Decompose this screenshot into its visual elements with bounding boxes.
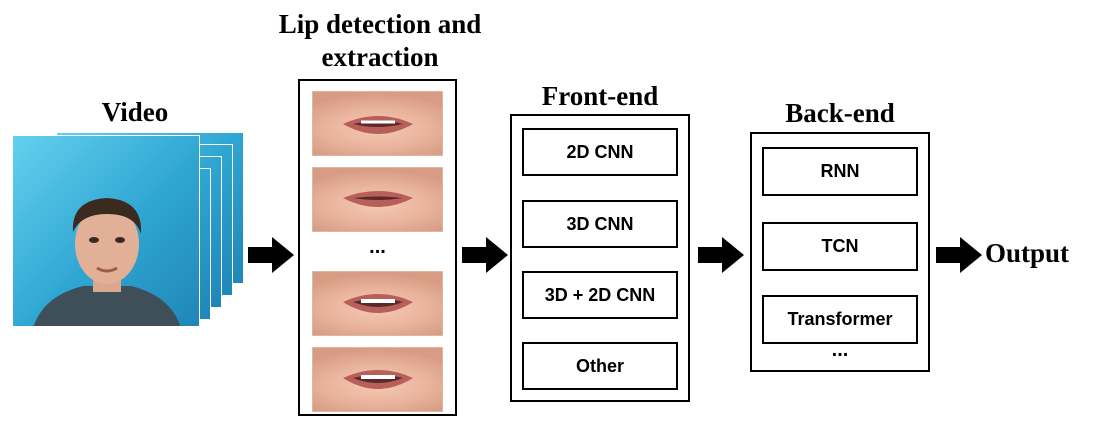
video-frame-stack	[12, 130, 247, 330]
lip-detection-title: Lip detection and extraction	[230, 8, 530, 74]
speaker-image	[33, 198, 181, 326]
backend-item-transformer: Transformer	[762, 295, 918, 344]
video-frame-front	[12, 135, 200, 327]
frontend-item-2d-cnn: 2D CNN	[522, 128, 678, 176]
arrow-frontend-to-backend	[698, 237, 744, 273]
output-label: Output	[985, 238, 1070, 268]
video-title: Video	[101, 97, 169, 127]
lip-frame-4	[312, 347, 443, 412]
lip-frames-panel: ...	[298, 79, 457, 416]
lip-frame-3	[312, 271, 443, 336]
frontend-item-3d-2d-cnn: 3D + 2D CNN	[522, 271, 678, 319]
lip-detection-title-line1: Lip detection and	[278, 9, 482, 39]
lip-frame-1	[312, 91, 443, 156]
backend-item-tcn: TCN	[762, 222, 918, 271]
backend-panel: RNN TCN Transformer ...	[750, 132, 930, 372]
lip-frame-2	[312, 167, 443, 232]
frontend-item-other: Other	[522, 342, 678, 390]
arrow-video-to-lips	[248, 237, 294, 273]
arrow-lips-to-frontend	[462, 237, 508, 273]
lip-frames-ellipsis: ...	[369, 236, 386, 258]
backend-ellipsis: ...	[831, 339, 849, 361]
frontend-item-3d-cnn: 3D CNN	[522, 200, 678, 248]
arrow-backend-to-output	[936, 237, 982, 273]
backend-item-rnn: RNN	[762, 147, 918, 196]
frontend-panel: 2D CNN 3D CNN 3D + 2D CNN Other	[510, 114, 690, 402]
backend-title: Back-end	[785, 98, 895, 128]
lip-detection-title-line2: extraction	[321, 42, 439, 72]
frontend-title: Front-end	[541, 81, 659, 111]
